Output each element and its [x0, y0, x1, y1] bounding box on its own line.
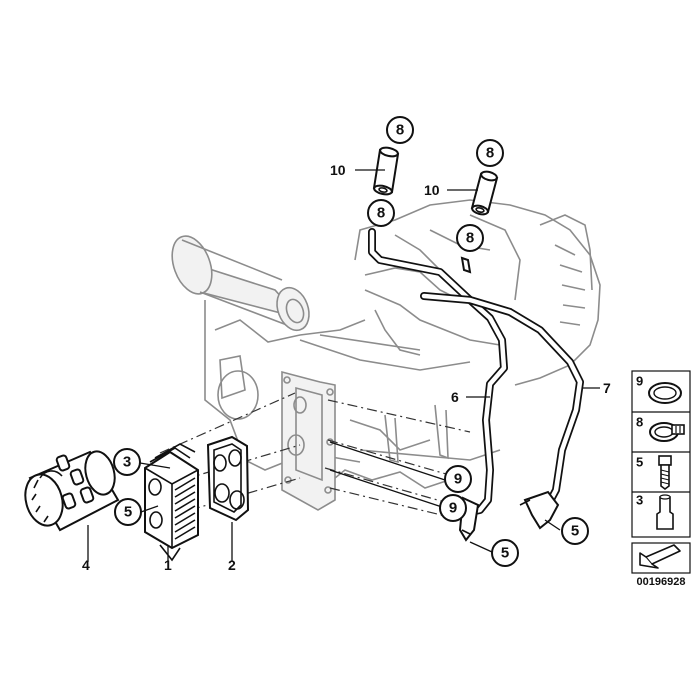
legend-number: 9: [636, 374, 643, 389]
callout-3-text: 3: [123, 454, 131, 471]
legend-number: 3: [636, 493, 643, 508]
oil-pipe-return[interactable]: [420, 292, 584, 530]
callout-3: 3: [113, 448, 141, 476]
legend-item-bolt: 5: [636, 455, 672, 490]
oring-icon: [648, 382, 682, 404]
callout-8-mid-right: 8: [456, 224, 484, 252]
sleeve-icon: [656, 494, 674, 530]
callout-9-lower: 9: [439, 494, 467, 522]
oil-pipe-feed[interactable]: [368, 228, 508, 542]
parts-legend: 9 8 5 3: [631, 370, 691, 538]
callout-5-bottom: 5: [491, 539, 519, 567]
callout-5-bottom-text: 5: [501, 545, 509, 562]
hose-sleeve-right[interactable]: [470, 170, 499, 216]
gasket[interactable]: [206, 435, 250, 522]
callout-9-upper-text: 9: [454, 471, 462, 488]
view-direction-box: [631, 542, 691, 574]
label-10-right: 10: [424, 182, 440, 198]
leader-lines: [87, 169, 600, 562]
reference-number: 00196928: [637, 576, 686, 588]
callout-8-top-right-text: 8: [486, 145, 494, 162]
label-2: 2: [228, 557, 236, 573]
engine-background: [171, 199, 601, 489]
callout-5-left-text: 5: [124, 504, 132, 521]
legend-item-clamp: 8: [636, 415, 685, 442]
callout-8-top-left-text: 8: [396, 122, 404, 139]
label-1: 1: [164, 557, 172, 573]
oil-filter-adapter-flange: [281, 370, 336, 511]
callout-8-mid-left-text: 8: [377, 205, 385, 222]
label-10-left: 10: [330, 162, 346, 178]
callout-5-right-text: 5: [571, 523, 579, 540]
legend-item-oring: 9: [636, 374, 682, 404]
oil-filter[interactable]: [20, 448, 120, 532]
callout-8-top-left: 8: [386, 116, 414, 144]
hose-sleeve-left[interactable]: [372, 146, 400, 196]
callout-5-left: 5: [114, 498, 142, 526]
bolt-icon: [658, 455, 672, 490]
pipe-stub: [460, 256, 472, 274]
hose-clamp-icon: [649, 422, 685, 442]
callout-8-mid-left: 8: [367, 199, 395, 227]
legend-item-sleeve: 3: [636, 493, 674, 530]
label-7: 7: [603, 380, 611, 396]
label-4: 4: [82, 557, 90, 573]
callout-8-mid-right-text: 8: [466, 230, 474, 247]
callout-9-upper: 9: [444, 465, 472, 493]
legend-number: 5: [636, 455, 643, 470]
legend-number: 8: [636, 415, 643, 430]
callout-8-top-right: 8: [476, 139, 504, 167]
callout-5-right: 5: [561, 517, 589, 545]
oil-cooler[interactable]: [144, 443, 199, 562]
label-6: 6: [451, 389, 459, 405]
callout-9-lower-text: 9: [449, 500, 457, 517]
